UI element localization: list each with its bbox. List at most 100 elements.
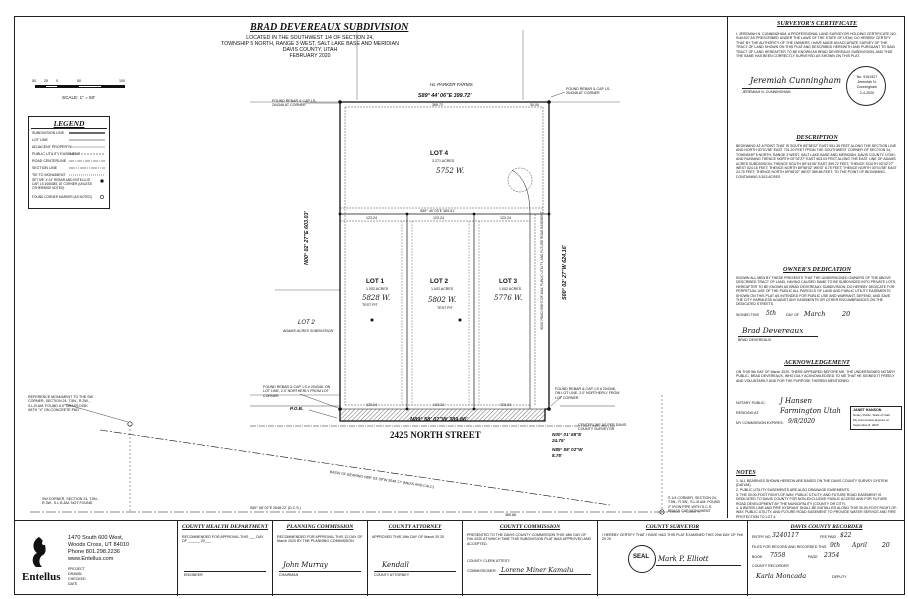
legend-item: SECTION LINE [32, 166, 57, 170]
county-surveyor-block: COUNTY SURVEYOR I HEREBY CERTIFY THAT I … [597, 521, 747, 596]
lot-1-address: 5828 W. [362, 294, 391, 302]
county-surveyor-text: I HEREBY CERTIFY THAT I HAVE HAD THIS PL… [602, 533, 743, 542]
west-boundary-bearing: N00° 02' 27"E 603.03' [304, 211, 310, 265]
residing-label: RESIDING AT: [736, 411, 760, 415]
distance-label: 123.24 [366, 403, 377, 407]
recorder-entry-label: ENTRY NO. [752, 535, 772, 539]
attorney-text: APPROVED THIS 19th DAY OF March 20 20 [372, 535, 445, 539]
recorder-page: 2354 [824, 552, 840, 559]
lot-line-bearing: S89° 40' 03"E 369.51' [420, 209, 455, 213]
health-dept-role: ENGINEER [184, 573, 203, 577]
lot-3-area: 1.002 ACRES [499, 287, 522, 291]
note-item: 2. PUBLIC UTILITY EASEMENTS ARE ALSO DRA… [736, 488, 850, 492]
owners-dedication-heading: OWNER'S DEDICATION [783, 266, 851, 273]
scale-tick: 50 [32, 79, 36, 83]
legend-item: SET 5/8" X 24" REBAR AND ENTELLUS CAP, L… [32, 178, 92, 190]
recorder-filed-month: April [852, 542, 867, 549]
health-dept-heading: COUNTY HEALTH DEPARTMENT [182, 524, 268, 530]
residing-value: Farmington Utah [780, 407, 841, 415]
street-name: 2425 NORTH STREET [390, 430, 481, 440]
lot-4-area: 3.271 ACRES [432, 159, 455, 163]
project-info: CHECKED [68, 577, 86, 581]
legend-title: LEGEND [53, 119, 85, 128]
south-boundary-bearing: N89° 58' 02"W 389.86' [410, 417, 468, 423]
scale-tick: 50 [77, 79, 81, 83]
recorder-entry: 3240117 [772, 532, 799, 539]
adjacent-lot-west: LOT 2 [298, 320, 315, 326]
dedication-month: March [804, 310, 826, 318]
sw-corner-note: SW CORNER, SECTION 24, T.5N., R.3W., S.L… [42, 497, 99, 506]
notary-stamp: JANET HANSON Notary Public, State of Uta… [850, 406, 902, 430]
south-jog-bearing-2: N89° 58' 02"W [552, 447, 583, 452]
centerline-note: CENTERLINE AS PER DAVIS COUNTY SURVEYOR [578, 423, 627, 432]
recorder-heading: DAVIS COUNTY RECORDER [790, 524, 863, 530]
scale-tick: 25 [44, 79, 48, 83]
lot-3-address: 5776 W. [494, 294, 523, 302]
expires-label: MY COMMISSION EXPIRES: [736, 421, 784, 425]
adjacent-sub-west: ADAMS ACRES SUBDIVISION [283, 329, 334, 333]
distance-label: 123.24 [500, 216, 511, 220]
plat-title: BRAD DEVEREAUX SUBDIVISION [250, 22, 409, 33]
surveyor-certificate-heading: SURVEYOR'S CERTIFICATE [776, 20, 858, 27]
attorney-signature: Kendall [382, 561, 409, 569]
lot-1-area: 1.002 ACRES [366, 287, 389, 291]
county-attorney-block: COUNTY ATTORNEY APPROVED THIS 19th DAY O… [367, 521, 462, 596]
project-info: DATE [68, 582, 78, 586]
rebar-note-sw: FOUND REBAR & CAP, LS # 204346, ON LOT L… [263, 385, 331, 398]
recorder-filed-text: FILED FOR RECORD AND RECORDED THIS [752, 545, 827, 549]
acknowledgement-body: ON THIS 5th DAY OF March 2020, THERE APP… [736, 370, 896, 383]
notes-heading: NOTES [736, 470, 756, 476]
lot-4-address: 5752 W. [436, 167, 465, 175]
surveyor-seal: No. 9161927 Jeremiah N. Cunningham 2-4-2… [846, 66, 886, 106]
owner-signature: Brad Devereaux [742, 326, 804, 335]
point-of-beginning: P.O.B. [290, 406, 304, 411]
company-name: Entellus [22, 571, 61, 583]
scale-bar: 50 25 0 50 100 [32, 79, 125, 93]
recorder-fee-label: FEE PAID [820, 535, 837, 539]
description-body: BEGINNING AT A POINT THAT IS SOUTH 89°58… [736, 144, 897, 179]
header-line-3: DAVIS COUNTY, UTAH [282, 47, 338, 53]
legend-item: TIE TO MONUMENT [32, 173, 66, 177]
company-address-2: Woods Cross, UT 84010 [68, 542, 130, 548]
commissioner-signature: Lorene Miner Kamalu [501, 566, 574, 574]
health-dept-text: RECOMMENDED FOR APPROVAL THIS ___ DAY OF… [182, 535, 264, 544]
test-pit-label: TEST PIT [437, 306, 453, 310]
adjacent-property-north: HL PARKER FARMS [430, 82, 473, 87]
recorder-label: COUNTY RECORDER [752, 564, 789, 568]
distance-label: 123.24 [500, 403, 511, 407]
recorder-book: 7558 [770, 552, 786, 559]
project-info: PROJECT [68, 567, 85, 571]
owner-name: BRAD DEVEREAUX [738, 338, 772, 342]
lot-4-name: LOT 4 [430, 150, 449, 157]
planning-heading: PLANNING COMMISSION [286, 524, 354, 530]
owners-dedication-body: KNOWN ALL MEN BY THESE PRESENTS THAT THE… [736, 276, 897, 307]
company-address-1: 1470 South 600 West, [68, 535, 124, 541]
legend-symbols [69, 132, 105, 199]
test-pit-label: TEST PIT [362, 303, 378, 307]
lot-2-address: 5802 W. [428, 296, 457, 304]
title-block: Entellus 1470 South 600 West, Woods Cros… [14, 520, 905, 596]
legend-item: ROAD CENTERLINE [32, 159, 67, 163]
attorney-heading: COUNTY ATTORNEY [388, 524, 442, 530]
planning-role: CHAIRMAN [279, 573, 299, 577]
header-line-1: LOCATED IN THE SOUTHWEST 1/4 OF SECTION … [246, 35, 374, 41]
legend-box: LEGEND SUBDIVISION LINE LOT LINE ADJACEN… [28, 116, 110, 209]
company-phone: Phone 801.298.2236 [68, 549, 120, 555]
planning-signature: John Murray [283, 561, 328, 569]
distance-label: 369.72 [432, 103, 443, 107]
recorder-signature: Karla Moncada [756, 572, 807, 580]
company-block: Entellus 1470 South 600 West, Woods Cros… [14, 521, 177, 596]
legend-item: ADJACENT PROPERTY [32, 145, 72, 149]
header-line-4: FEBRUARY 2020 [289, 53, 331, 59]
recorder-deputy-label: DEPUTY [832, 575, 847, 579]
planning-commission-block: PLANNING COMMISSION RECOMMENDED FOR APPR… [272, 521, 367, 596]
distance-label: 389.86 [505, 513, 516, 517]
legend-item: FOUND CORNER MARKER (AS NOTED) [32, 195, 92, 199]
s-quarter-corner-note: S 1/4 CORNER, SECTION 24, T.5N., R.3W., … [668, 496, 721, 514]
distance-label: 123.24 [433, 216, 444, 220]
section-line-label: S89° 58' 02"E 2648.22' (D.C.S.) [250, 506, 301, 510]
north-boundary-bearing: S89° 44' 06"E 399.72' [418, 93, 472, 99]
county-surveyor-heading: COUNTY SURVEYOR [645, 524, 700, 530]
company-web: www.Entellus.com [68, 556, 114, 562]
distance-label: 123.24 [366, 216, 377, 220]
